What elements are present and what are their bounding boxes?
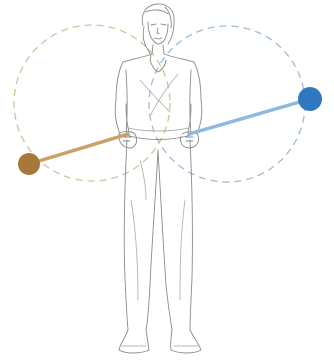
- shirt-sketch: [116, 60, 201, 140]
- face-sketch: [148, 22, 168, 44]
- person-sketch: [115, 4, 202, 353]
- left-ball: [18, 153, 40, 175]
- arms-sketch: [115, 100, 202, 134]
- right-motion-circle: [149, 26, 305, 182]
- right-rod: [189, 99, 310, 134]
- neck-sketch: [123, 45, 194, 62]
- feet-sketch: [119, 330, 201, 353]
- right-ball: [298, 87, 322, 111]
- left-rod: [29, 134, 128, 164]
